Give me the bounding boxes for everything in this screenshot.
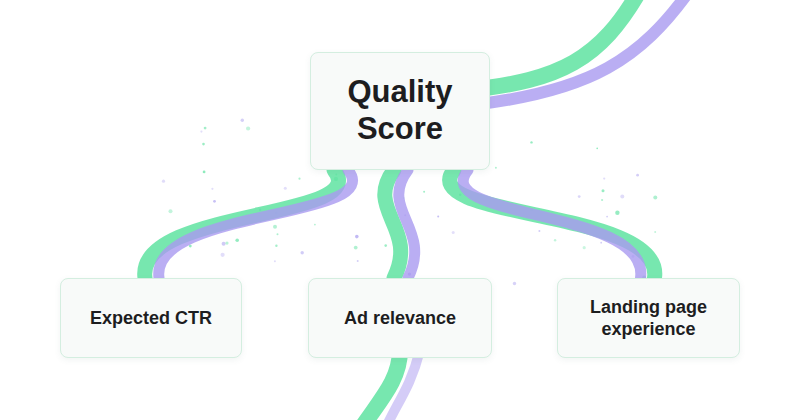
particle [273, 225, 277, 229]
box-label: Landing page experience [569, 296, 728, 341]
main-box: Quality Score [310, 52, 490, 170]
box-label: Quality Score [322, 74, 478, 147]
particle [204, 127, 207, 130]
particle [600, 242, 602, 244]
particle [301, 251, 304, 254]
particle [357, 260, 359, 262]
text-wrap: Quality Score [322, 74, 478, 147]
particle [578, 195, 581, 198]
ribbon-purple [480, 0, 690, 104]
particle [284, 187, 287, 190]
particle [189, 245, 192, 248]
ribbon-strand [450, 170, 655, 278]
text-wrap: Ad relevance [344, 307, 456, 330]
particle [200, 131, 202, 133]
particle [354, 246, 358, 250]
particle [235, 238, 239, 242]
particle [355, 235, 359, 239]
particle [298, 178, 300, 180]
particle [596, 148, 598, 150]
particle [554, 239, 556, 241]
ribbon-connector [385, 170, 415, 278]
box-label: Ad relevance [344, 307, 456, 330]
particle [437, 215, 439, 217]
factor-box: Ad relevance [308, 278, 492, 358]
text-wrap: Expected CTR [90, 307, 212, 330]
ribbon-purple [385, 350, 420, 420]
particle [384, 244, 387, 247]
box-label: Expected CTR [90, 307, 212, 330]
particle [246, 126, 250, 130]
particle [452, 231, 455, 234]
ribbon-connector [450, 170, 655, 278]
particle [211, 188, 213, 190]
particle [583, 246, 586, 249]
particle [653, 196, 657, 200]
particle [222, 242, 226, 246]
particle [314, 224, 316, 226]
particle [615, 211, 619, 215]
particle [213, 200, 216, 203]
particle [530, 141, 532, 143]
particle [277, 233, 279, 235]
particle [636, 174, 639, 177]
particle [601, 199, 603, 201]
particle [275, 245, 277, 247]
particle [606, 216, 608, 218]
particle [423, 191, 425, 193]
particle [202, 143, 205, 146]
particle [203, 171, 206, 174]
particle [169, 209, 173, 213]
particle [241, 119, 244, 122]
particle [221, 253, 225, 257]
particle [274, 260, 276, 262]
ribbon-strand [399, 170, 415, 278]
particle [602, 189, 605, 192]
particle [162, 180, 165, 183]
factor-box: Landing page experience [557, 278, 740, 358]
particle [495, 167, 497, 169]
particle [620, 195, 624, 199]
factor-box: Expected CTR [60, 278, 242, 358]
ribbon-connector [145, 170, 353, 278]
particle [603, 178, 605, 180]
ribbon-strand [159, 170, 353, 278]
ribbon-green [470, 0, 640, 90]
particle [513, 282, 516, 285]
particle [654, 231, 656, 233]
text-wrap: Landing page experience [569, 296, 728, 341]
particle [225, 242, 228, 245]
ribbon-strand [463, 170, 641, 278]
particle [538, 230, 540, 232]
